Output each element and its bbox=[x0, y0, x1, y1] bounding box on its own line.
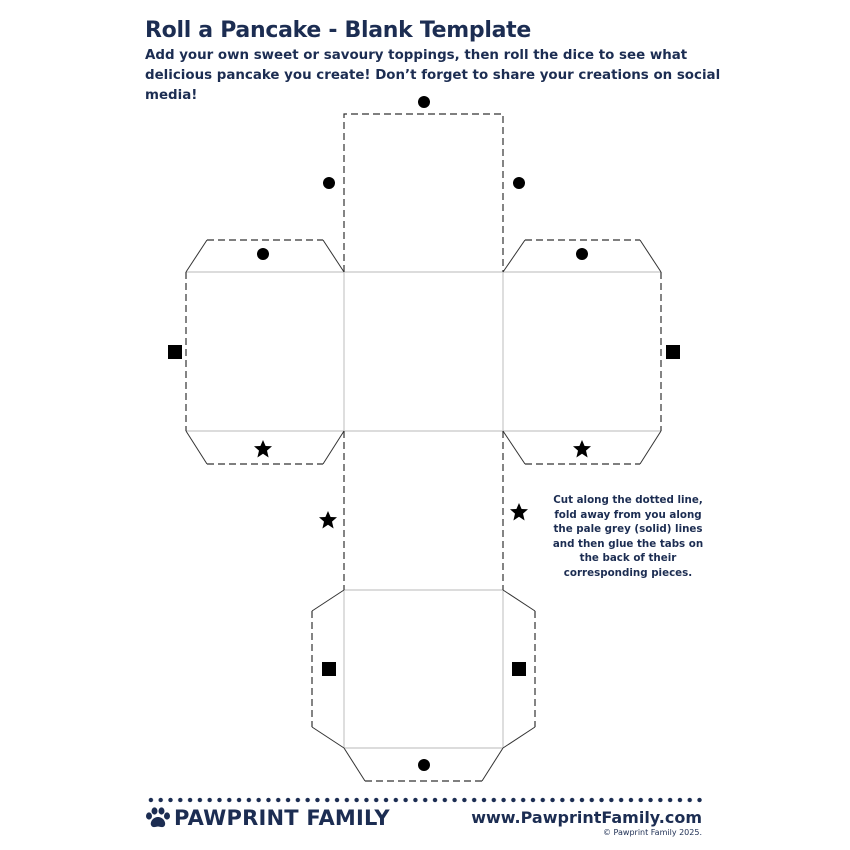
square-marker bbox=[168, 345, 182, 359]
paw-icon bbox=[146, 807, 170, 828]
page-title: Roll a Pancake - Blank Template bbox=[145, 18, 531, 43]
brand-name: PAWPRINT FAMILY bbox=[174, 806, 390, 830]
circle-marker bbox=[418, 96, 430, 108]
square-marker bbox=[512, 662, 526, 676]
star-icon bbox=[573, 440, 591, 458]
square-marker bbox=[322, 662, 336, 676]
circle-marker bbox=[323, 177, 335, 189]
circle-markers bbox=[257, 96, 588, 771]
circle-marker bbox=[418, 759, 430, 771]
square-marker bbox=[666, 345, 680, 359]
star-icon bbox=[319, 511, 337, 529]
circle-marker bbox=[576, 248, 588, 260]
star-icon bbox=[510, 503, 528, 521]
circle-marker bbox=[513, 177, 525, 189]
square-markers bbox=[168, 345, 680, 676]
copyright-text: © Pawprint Family 2025. bbox=[603, 828, 702, 837]
star-markers bbox=[254, 440, 591, 529]
cut-lines bbox=[185, 113, 662, 782]
page-subtitle: Add your own sweet or savoury toppings, … bbox=[145, 48, 721, 103]
website-link[interactable]: www.PawprintFamily.com bbox=[471, 808, 702, 827]
tab-edges bbox=[185, 239, 662, 782]
star-icon bbox=[254, 440, 272, 458]
fold-lines bbox=[186, 271, 661, 749]
instructions-text: Cut along the dotted line, fold away fro… bbox=[552, 494, 704, 579]
footer-dotted-divider bbox=[146, 797, 706, 803]
circle-marker bbox=[257, 248, 269, 260]
brand-logo: PAWPRINT FAMILY bbox=[145, 806, 390, 830]
